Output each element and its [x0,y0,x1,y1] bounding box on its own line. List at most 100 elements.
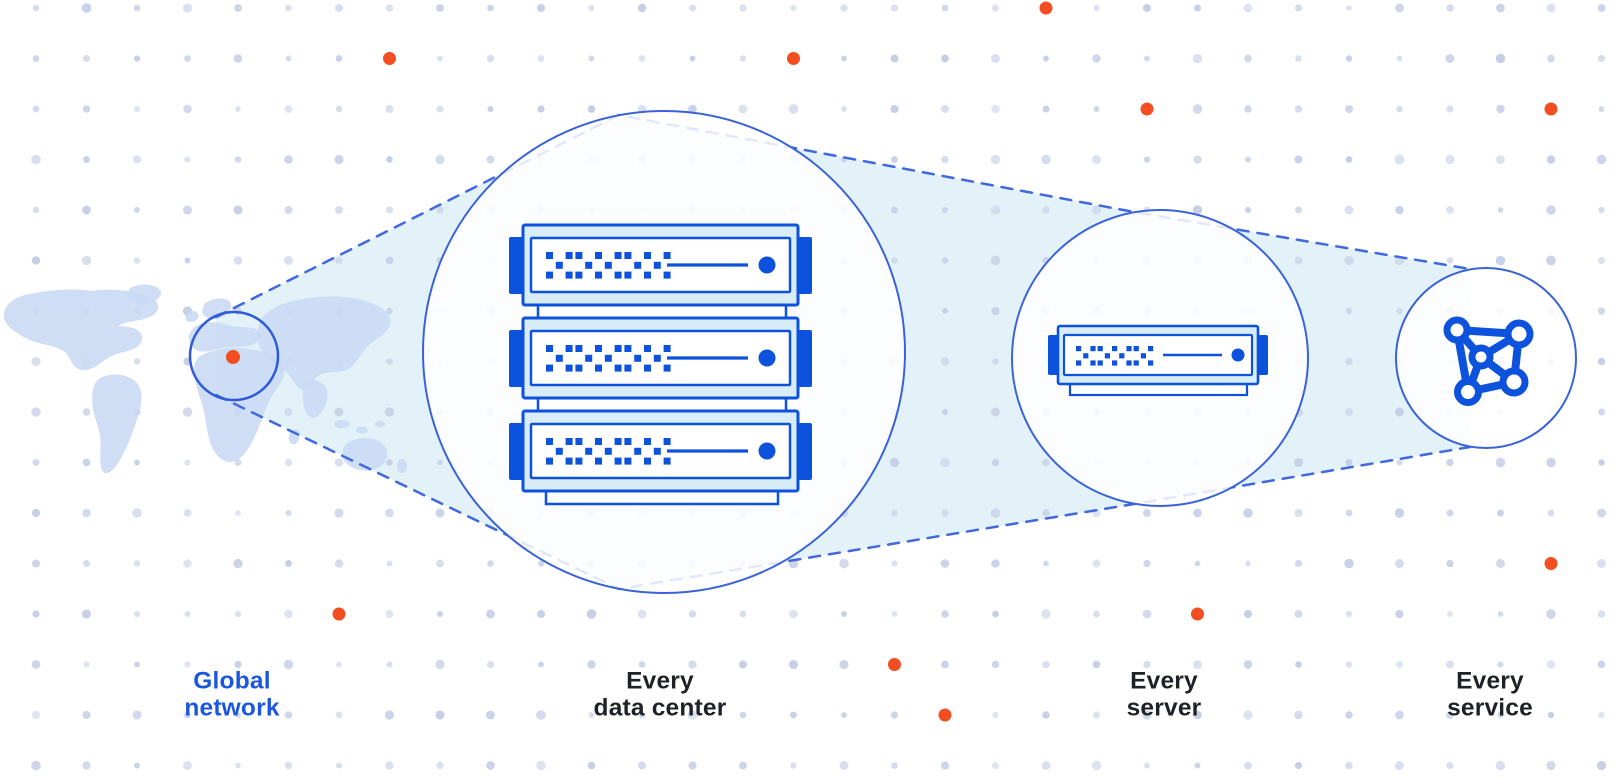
grid-dot [638,711,646,719]
grid-dot [1597,54,1606,63]
grid-dot [1042,105,1050,113]
grid-dot [1244,206,1252,214]
grid-dot [991,559,1000,568]
grid-dot [1446,761,1454,770]
grid-dot [1345,509,1353,517]
grid-dot [32,4,40,12]
grid-dot [1041,609,1051,619]
grid-dot [1345,105,1353,113]
pixel-square [546,252,553,259]
grid-dot [1192,104,1203,114]
grid-dot [991,407,1000,417]
grid-dot [1446,711,1454,719]
grid-dot [891,509,898,517]
grid-dot [1496,3,1505,13]
grid-dot [990,154,1001,165]
grid-dot [940,761,950,770]
grid-dot [738,660,748,669]
grid-dot [1445,54,1455,63]
grid-dot [1396,459,1403,466]
grid-dot [991,458,1000,467]
grid-dot [285,560,292,567]
orange-dot [1039,1,1053,15]
grid-dot [385,104,394,114]
grid-dot [788,104,799,114]
grid-dot [1495,154,1506,165]
grid-dot [385,610,394,618]
pixel-square [1083,353,1089,359]
grid-dot [133,4,141,12]
grid-dot [1092,54,1101,63]
label-global-network: Global network [184,668,280,722]
grid-dot [384,407,395,417]
grid-dot [1295,661,1302,668]
grid-dot [890,104,899,114]
pixel-square [644,252,651,259]
server-led [1231,348,1245,362]
grid-dot [1395,559,1404,568]
grid-dot [637,761,647,770]
grid-dot [537,105,545,113]
label-line: data center [593,694,727,721]
grid-dot [1497,509,1504,517]
pixel-square [555,261,563,269]
grid-dot [942,308,948,314]
grid-dot [689,4,696,12]
grid-dot [1596,154,1607,165]
grid-dot [31,407,41,417]
pixel-square [624,252,632,259]
grid-dot [83,156,90,163]
pixel-square [546,364,553,372]
grid-dot [1547,509,1555,517]
grid-dot [1598,408,1605,416]
grid-dot [940,559,950,568]
grid-dot [1345,761,1353,770]
grid-dot [1194,4,1201,12]
pixel-square [614,438,622,445]
label-line: Every [1456,667,1524,695]
grid-dot [82,458,91,467]
grid-dot [335,55,343,62]
grid-dot [1243,710,1253,720]
server-led [758,256,776,274]
pixel-square [1097,346,1103,352]
label-line: Every [1130,667,1198,695]
label-line: network [184,694,280,721]
grid-dot [940,457,950,468]
grid-dot [234,458,242,467]
grid-dot [234,610,242,618]
grid-dot [1395,407,1404,417]
grid-dot [1597,559,1606,568]
pixel-square [565,271,573,279]
grid-dot [32,610,40,618]
grid-dot [386,459,393,466]
grid-dot [1243,508,1253,518]
grid-dot [184,459,191,466]
grid-dot [487,4,494,12]
grid-dot [1143,559,1151,568]
grid-dot [1495,457,1506,468]
grid-dot [133,661,141,668]
grid-dot [386,560,393,567]
grid-dot [1042,206,1050,214]
grid-dot [1446,257,1454,264]
grid-dot [990,205,1001,215]
mesh-node [1443,316,1471,344]
grid-dot [1295,206,1302,214]
grid-dot [1596,508,1607,518]
pixel-square [1140,353,1146,359]
pixel-square [595,457,602,465]
grid-dot [183,761,192,770]
grid-dot [182,205,193,215]
grid-dot [991,660,1000,669]
grid-dot [184,55,191,62]
grid-dot [1395,205,1404,215]
grid-dot [1043,560,1049,567]
pixel-square [575,438,583,445]
grid-dot [284,458,293,467]
grid-dot [82,508,91,518]
grid-dot [990,255,1001,266]
grid-dot [1597,357,1606,366]
pixel-square [575,364,583,372]
